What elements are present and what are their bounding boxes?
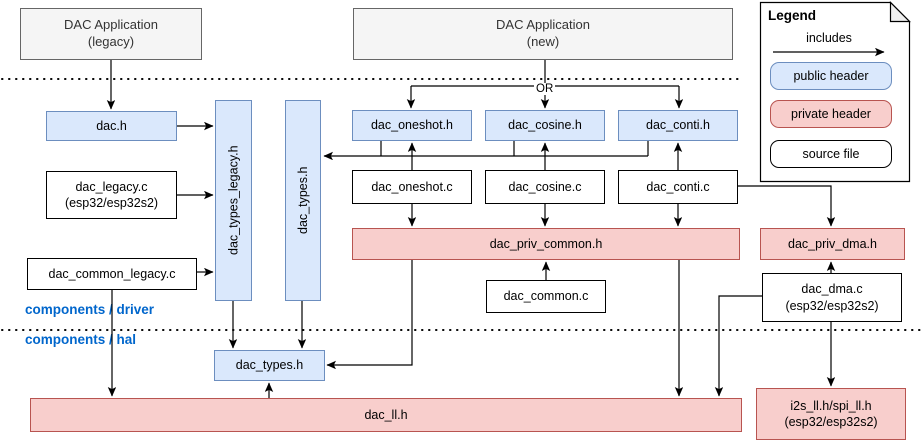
node-dac-conti-h: dac_conti.h <box>618 110 738 141</box>
label-components-hal: components / hal <box>25 332 137 347</box>
node-dac-common-c: dac_common.c <box>486 280 606 313</box>
node-dac-oneshot-c: dac_oneshot.c <box>352 170 472 204</box>
node-dac-dma-c: dac_dma.c (esp32/esp32s2) <box>762 273 902 322</box>
node-i2s-ll-spi-ll-h: i2s_ll.h/spi_ll.h (esp32/esp32s2) <box>756 388 906 440</box>
node-dac-application-legacy: DAC Application (legacy) <box>20 8 202 60</box>
node-dac-cosine-c: dac_cosine.c <box>485 170 605 204</box>
node-dac-cosine-h: dac_cosine.h <box>485 110 605 141</box>
node-dac-types-h-hal: dac_types.h <box>214 350 325 381</box>
node-dac-types-h-driver: dac_types.h <box>285 100 321 301</box>
node-dac-oneshot-h: dac_oneshot.h <box>352 110 472 141</box>
node-dac-ll-h: dac_ll.h <box>30 398 742 432</box>
node-dac-h: dac.h <box>46 111 177 141</box>
label-components-driver: components / driver <box>25 302 155 317</box>
legend-private-header: private header <box>770 100 892 128</box>
legend-public-header: public header <box>770 62 892 90</box>
legend-card <box>759 1 911 183</box>
node-dac-priv-dma-h: dac_priv_dma.h <box>760 228 905 260</box>
legend-includes-label: includes <box>806 31 852 45</box>
node-dac-priv-common-h: dac_priv_common.h <box>352 228 740 260</box>
node-dac-common-legacy-c: dac_common_legacy.c <box>27 258 197 290</box>
label-or: OR <box>534 83 556 95</box>
node-dac-conti-c: dac_conti.c <box>618 170 738 204</box>
legend-title: Legend <box>768 8 817 23</box>
legend-folded-corner <box>889 1 911 23</box>
node-dac-legacy-c: dac_legacy.c (esp32/esp32s2) <box>46 171 177 219</box>
legend-source-file: source file <box>770 140 892 168</box>
node-dac-application-new: DAC Application (new) <box>353 8 733 60</box>
node-dac-types-legacy-h: dac_types_legacy.h <box>215 100 252 301</box>
